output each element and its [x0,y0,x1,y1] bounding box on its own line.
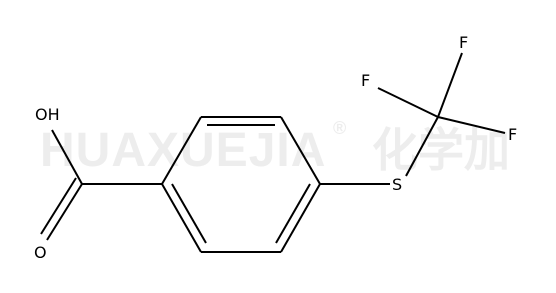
atom-label-hydroxyl: OH [35,105,60,124]
watermark-brand: HUAXUEJIA [40,124,326,177]
bonds [40,52,506,253]
bond-c1-c2 [161,116,202,185]
atom-label-fluorine-left: F [361,71,370,90]
bond-c4-c5-inner [275,183,311,244]
bond-cf3-f-top [437,52,463,118]
bond-c4-c5 [280,183,321,253]
bond-c3-c4 [280,116,321,185]
bond-carbonyl-outer [46,183,83,241]
bond-cf3-f-right [437,116,506,134]
watermark-cjk: 化学加 [372,124,510,176]
atom-labels: OH O S F F F [34,33,517,262]
bond-sulfur-cf3 [405,116,439,177]
atom-label-sulfur: S [392,175,402,194]
bond-cf3-f-left [377,87,439,118]
bond-carboxyl-oh [51,129,83,185]
atom-label-fluorine-right: F [508,125,517,144]
bond-c6-c1-inner [171,183,207,244]
bond-carbonyl-inner [40,177,77,235]
watermark-registered: ® [333,118,346,138]
bond-c6-c1 [161,183,202,253]
watermark: HUAXUEJIA ® 化学加 [40,118,510,177]
atom-label-carbonyl-oxygen: O [34,243,47,262]
atom-label-fluorine-top: F [459,33,468,52]
